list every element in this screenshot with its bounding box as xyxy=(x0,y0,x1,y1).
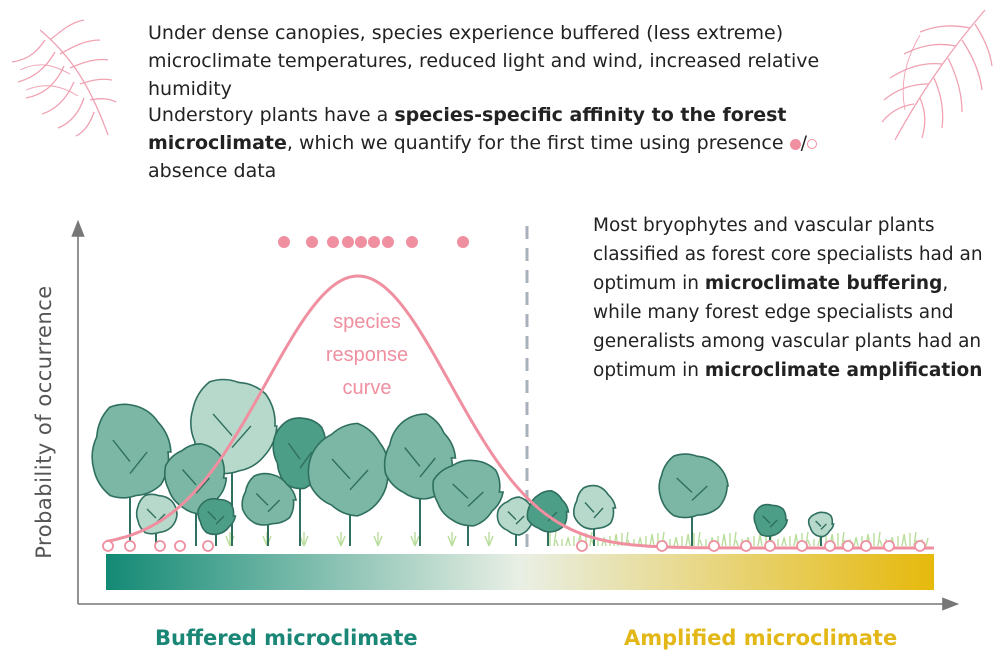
intro-text-2: Understory plants have a species-specifi… xyxy=(148,101,888,185)
x-axis-arrow-icon xyxy=(942,597,960,611)
tree-icon xyxy=(197,497,237,546)
presence-point xyxy=(355,236,367,248)
tree-icon xyxy=(572,484,617,546)
tree-crown xyxy=(135,493,178,535)
y-axis-arrow-icon xyxy=(71,219,85,237)
absence-point xyxy=(764,540,776,552)
tree-crown xyxy=(241,472,298,526)
microclimate-gradient-bar xyxy=(106,554,934,590)
tree-crown xyxy=(307,422,390,517)
intro-text-2-pre: Understory plants have a xyxy=(148,104,395,126)
species-response-curve xyxy=(105,274,934,550)
occurrence-points xyxy=(102,236,926,552)
absence-point xyxy=(576,540,588,552)
absence-point xyxy=(124,540,136,552)
x-axis-label-amplified: Amplified microclimate xyxy=(624,626,898,650)
curve-label-line2: response xyxy=(326,344,408,366)
tree-crown xyxy=(572,484,617,530)
tree-crown xyxy=(807,511,835,538)
curve-label-line3: curve xyxy=(343,377,392,399)
tree-crown xyxy=(753,503,789,537)
intro-text-2-post: , which we quantify for the first time u… xyxy=(286,132,790,154)
findings-bold2: microclimate amplification xyxy=(704,360,983,381)
tree-branches xyxy=(404,447,436,478)
presence-point xyxy=(406,236,418,248)
tree-branches xyxy=(112,439,148,475)
curve-label-line1: species xyxy=(333,311,401,333)
absence-point xyxy=(102,540,114,552)
tree-branches xyxy=(331,458,369,491)
tree-branches xyxy=(181,469,211,494)
fern-right-icon xyxy=(881,9,993,141)
tree-branches xyxy=(762,515,778,528)
presence-point xyxy=(382,236,394,248)
presence-point xyxy=(278,236,290,248)
intro-text-2-end: absence data xyxy=(148,160,277,182)
tree-icon xyxy=(307,422,390,546)
tree-icon xyxy=(432,459,505,546)
tree-branches xyxy=(815,520,827,530)
tree-crown xyxy=(432,459,505,527)
findings-part2: , while many forest edge specialists and… xyxy=(593,273,982,381)
findings-text: Most bryophytes and vascular plants clas… xyxy=(593,211,993,385)
tree-branches xyxy=(676,477,708,501)
absence-point xyxy=(154,540,166,552)
tree-branches xyxy=(452,483,484,507)
findings-part1: Most bryophytes and vascular plants clas… xyxy=(593,215,983,294)
presence-point xyxy=(342,236,354,248)
tree-crown xyxy=(197,497,237,536)
fern-left-icon xyxy=(11,19,117,137)
presence-dot-icon xyxy=(789,139,801,150)
tree-icon xyxy=(496,496,535,546)
tree-icon xyxy=(241,472,298,546)
absence-point xyxy=(883,540,895,552)
intro-text-2-bold: species-specific affinity to the forest … xyxy=(148,104,787,154)
absence-dot-icon xyxy=(807,139,818,149)
tree-branches xyxy=(207,511,225,525)
tree-icon xyxy=(807,511,835,546)
absence-point xyxy=(842,540,854,552)
tree-branches xyxy=(584,502,604,519)
findings-bold1: microclimate buffering xyxy=(704,273,943,294)
tree-icon xyxy=(526,490,570,546)
tree-branches xyxy=(255,493,281,513)
absence-point xyxy=(914,540,926,552)
absence-point xyxy=(740,540,752,552)
absence-point xyxy=(202,540,214,552)
presence-point xyxy=(327,236,339,248)
absence-point xyxy=(174,540,186,552)
tree-crown xyxy=(91,403,172,499)
presence-point xyxy=(368,236,380,248)
curve-label: species response curve xyxy=(326,311,408,399)
tree-icon xyxy=(753,503,789,546)
absence-point xyxy=(860,540,872,552)
y-axis-label: Probability of occurrence xyxy=(32,285,56,559)
tree-icon xyxy=(658,453,729,546)
absence-point xyxy=(824,540,836,552)
x-axis-label-buffered: Buffered microclimate xyxy=(155,626,418,650)
tree-branches xyxy=(287,442,313,469)
intro-text-1: Under dense canopies, species experience… xyxy=(148,22,820,100)
tree-branches xyxy=(507,511,525,525)
absence-point xyxy=(708,540,720,552)
absence-point xyxy=(796,540,808,552)
tree-branches xyxy=(212,413,252,449)
tree-icon xyxy=(91,403,172,546)
tree-icon xyxy=(135,493,178,546)
axes xyxy=(71,219,960,611)
presence-point xyxy=(457,236,469,248)
intro-text-2-sep: / xyxy=(800,132,808,154)
tree-crown xyxy=(496,496,535,536)
presence-point xyxy=(306,236,318,248)
absence-point xyxy=(656,540,668,552)
tree-crown xyxy=(658,453,729,519)
